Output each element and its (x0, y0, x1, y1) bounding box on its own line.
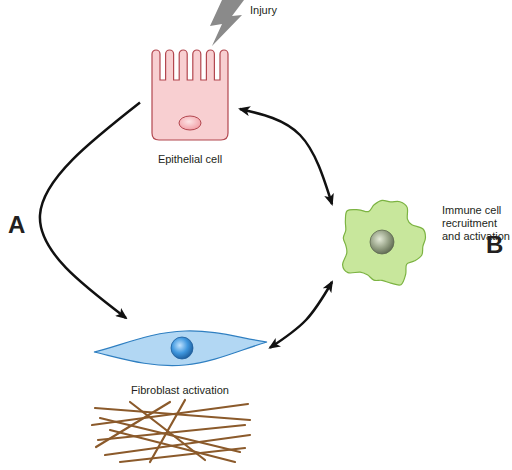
epithelial-cell-body (152, 50, 228, 140)
cell-label: Epithelial cell (140, 153, 240, 166)
interaction-arrow (240, 109, 332, 204)
cell-node: Immune cell recruitment and activation (332, 192, 512, 292)
collagen-fibers (92, 400, 250, 462)
cell-node: Epithelial cell (140, 45, 240, 173)
cell-shape (332, 192, 432, 292)
interaction-arrow (40, 103, 140, 318)
injury-label: Injury (250, 4, 277, 16)
pathway-letter: A (8, 211, 25, 239)
immune-cell-body (343, 200, 426, 285)
immune-nucleus (370, 230, 394, 254)
epithelial-nucleus (179, 116, 201, 130)
fibroblast-nucleus (171, 337, 193, 359)
fibroblast-body (94, 331, 267, 366)
cell-shape (90, 318, 270, 378)
injury-bolt (210, 0, 244, 46)
cell-node: Fibroblast activation (90, 318, 270, 403)
pathway-letter: B (486, 231, 503, 259)
cell-shape (140, 45, 240, 145)
interaction-arrow (270, 282, 332, 348)
cell-label: Fibroblast activation (90, 384, 270, 397)
